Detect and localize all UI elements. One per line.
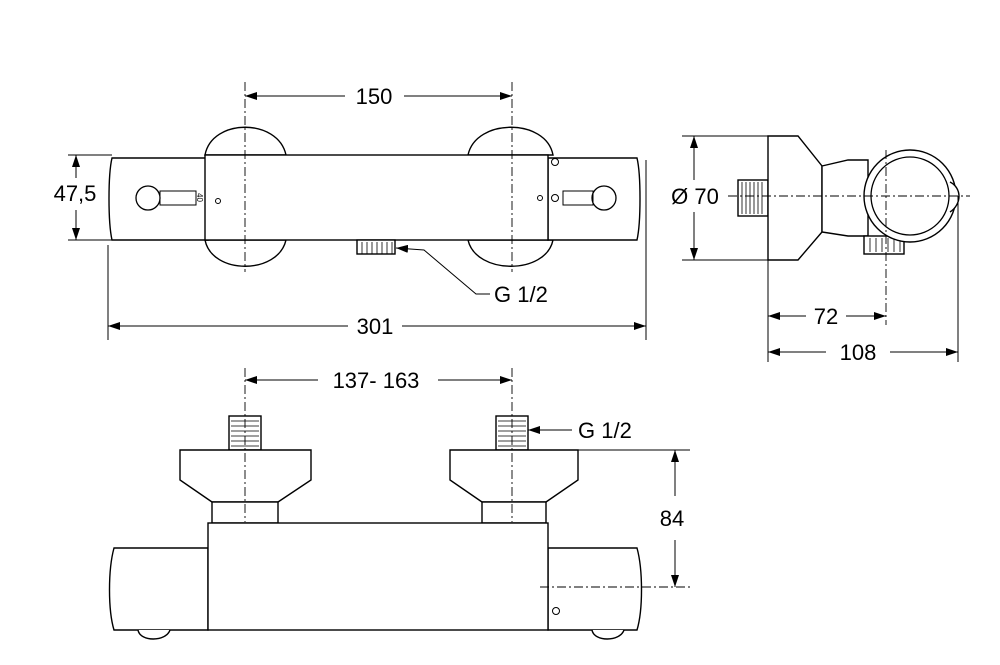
dim-projection: 72 <box>814 304 838 329</box>
side-thread <box>737 179 769 217</box>
dim-depth: 108 <box>840 340 877 365</box>
right-handle <box>547 157 641 241</box>
left-rosette <box>204 126 287 156</box>
mixer-body-bottom <box>207 522 549 631</box>
left-handle <box>108 157 209 241</box>
dim-inlet-spacing: 137- 163 <box>333 368 420 393</box>
front-view: 40 150 47,5 G 1/2 <box>54 82 647 340</box>
side-view: Ø 70 72 108 <box>671 135 970 365</box>
outlet-thread-label: G 1/2 <box>494 282 548 307</box>
bottom-view: 137- 163 G 1/2 84 <box>108 368 690 640</box>
outlet-thread <box>356 239 396 255</box>
right-handle-bottom <box>547 547 643 631</box>
dim-inlet-height: 84 <box>660 506 684 531</box>
dim-diameter: Ø 70 <box>671 184 719 209</box>
dim-handle-spacing: 150 <box>356 84 393 109</box>
right-rosette <box>467 126 554 156</box>
left-rosette-bottom <box>179 449 312 503</box>
scale-mark: 40 <box>195 193 204 202</box>
left-handle-bottom <box>108 547 209 631</box>
right-rosette-bottom <box>449 449 579 503</box>
side-rosette <box>767 135 823 261</box>
mixer-body-front <box>204 154 549 241</box>
inlet-thread-label: G 1/2 <box>578 418 632 443</box>
dim-height: 47,5 <box>54 181 97 206</box>
dim-total-width: 301 <box>357 314 394 339</box>
